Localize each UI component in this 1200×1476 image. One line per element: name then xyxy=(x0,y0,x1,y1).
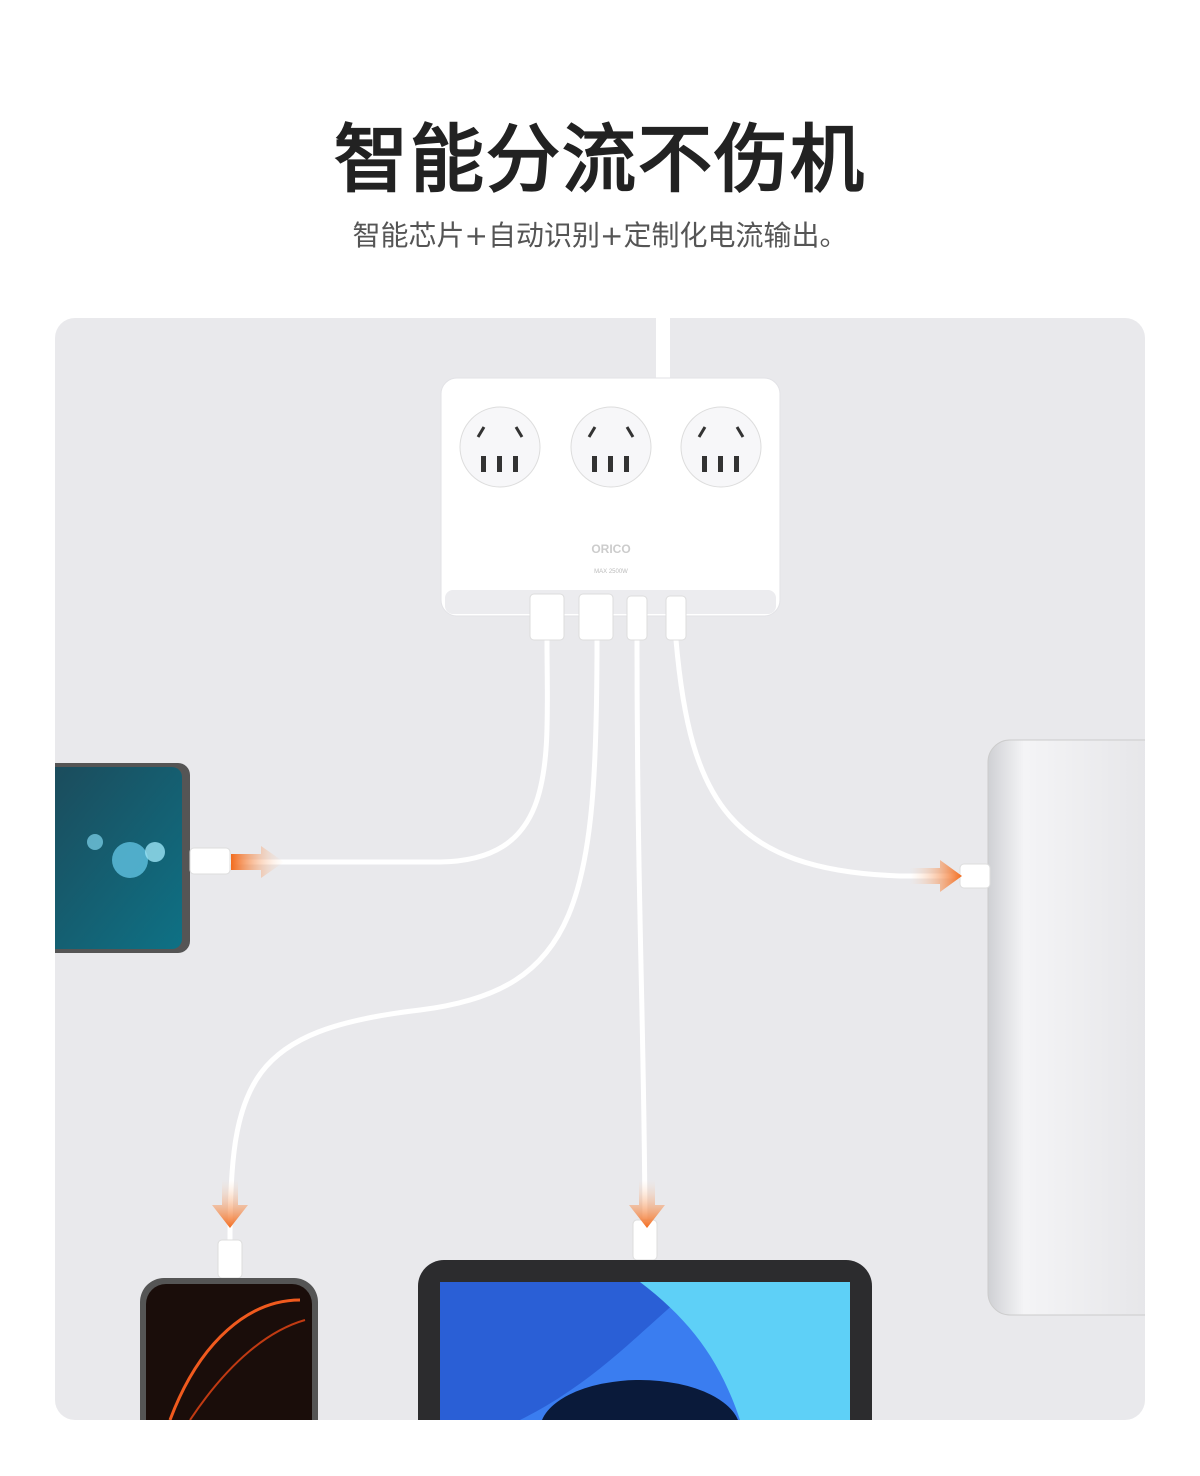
page-title: 智能分流不伤机 xyxy=(334,117,866,203)
cables xyxy=(227,637,973,1243)
ac-outlet xyxy=(459,406,541,488)
usbc-plug xyxy=(626,595,648,641)
usb-plug xyxy=(529,593,565,641)
ac-outlet xyxy=(680,406,762,488)
usb-plug xyxy=(578,593,614,641)
illustration-svg: ORICO MAX 2500W xyxy=(55,318,1145,1420)
ac-outlet xyxy=(570,406,652,488)
power-strip: ORICO MAX 2500W xyxy=(440,377,781,641)
arrow-right-icon xyxy=(910,860,962,892)
usbc-plug xyxy=(665,595,687,641)
phone-left xyxy=(55,763,231,953)
tablet xyxy=(418,1219,872,1420)
arrow-down-icon xyxy=(629,1180,665,1228)
laptop xyxy=(959,739,1145,1316)
cable-laptop xyxy=(673,637,973,879)
power-cord xyxy=(656,318,670,382)
power-rating: MAX 2500W xyxy=(594,569,628,575)
cable-phone-left xyxy=(227,637,550,865)
cable-phone-bottom xyxy=(227,637,600,1243)
arrow-down-icon xyxy=(212,1180,248,1228)
cable-tablet xyxy=(634,637,648,1243)
phone-bottom xyxy=(140,1239,318,1420)
brand-logo: ORICO xyxy=(591,542,630,556)
page-subtitle: 智能芯片+自动识别+定制化电流输出。 xyxy=(352,219,848,252)
product-illustration: ORICO MAX 2500W xyxy=(55,318,1145,1420)
arrow-left-icon xyxy=(231,846,284,878)
